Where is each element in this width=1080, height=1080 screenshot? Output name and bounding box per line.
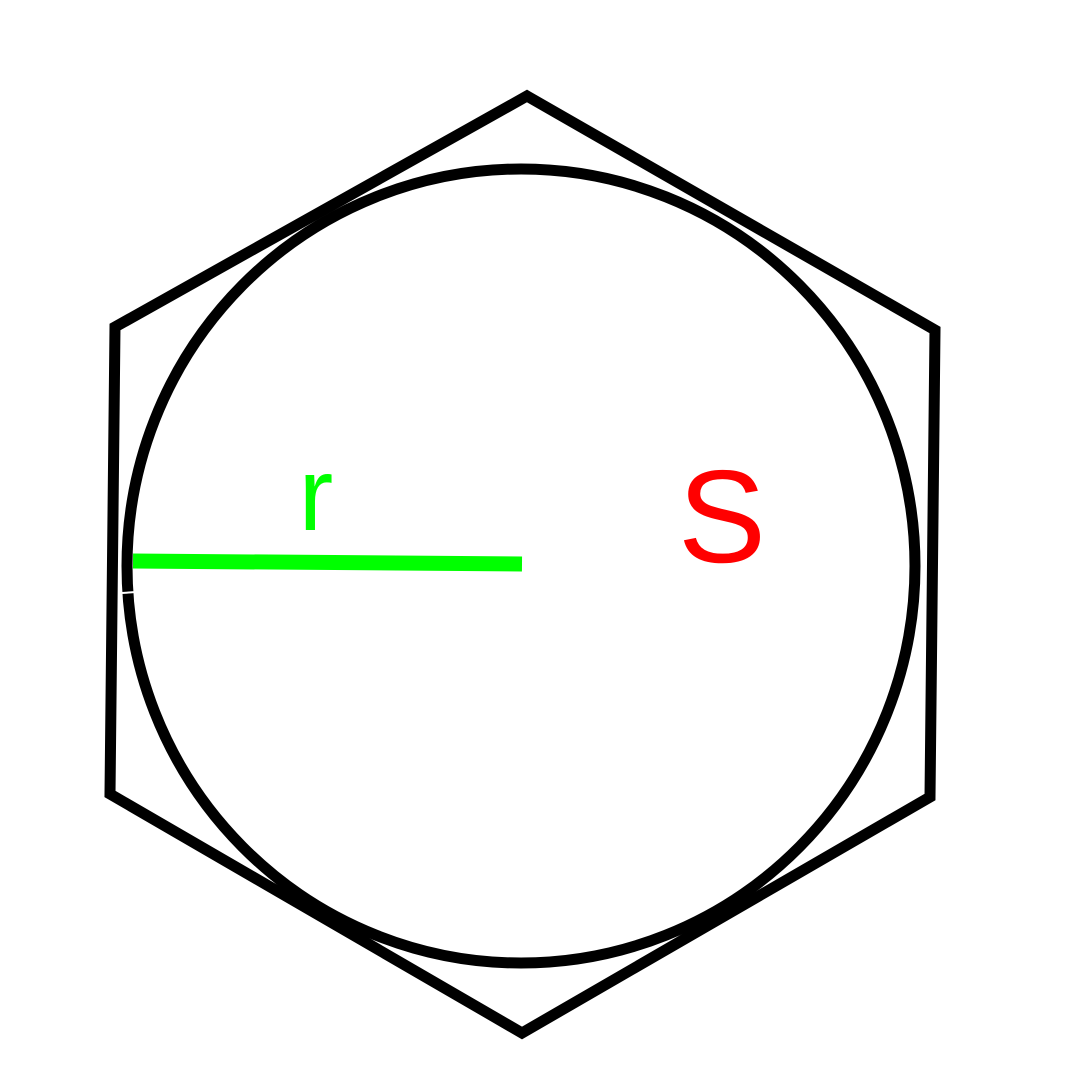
radius-endpoint-tick <box>121 591 137 594</box>
inscribed-circle <box>121 163 921 969</box>
area-label: S <box>678 443 766 590</box>
radius-line <box>132 553 523 572</box>
hexagon-outline <box>104 89 941 1040</box>
radius-label: r <box>299 437 334 553</box>
